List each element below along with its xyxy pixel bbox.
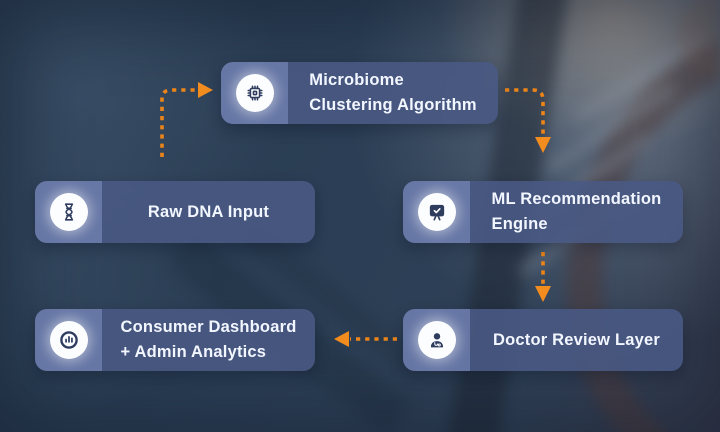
node-label-line: + Admin Analytics	[120, 343, 267, 361]
node-body: Raw DNA Input	[102, 181, 315, 243]
flow-node-consumer-dashboard: Consumer Dashboard + Admin Analytics	[35, 309, 315, 371]
bar-chart-icon	[49, 321, 88, 359]
flow-node-ml-recommendation-engine: ML Recommendation Engine	[403, 181, 683, 243]
flow-node-doctor-review-layer: Doctor Review Layer	[403, 309, 683, 371]
node-label-line: Microbiome	[309, 71, 404, 89]
node-label-line: Engine	[491, 215, 548, 233]
node-label: Consumer Dashboard + Admin Analytics	[121, 315, 297, 365]
node-icon-panel	[221, 62, 288, 124]
node-body: ML Recommendation Engine	[470, 181, 683, 243]
flow-node-raw-dna-input: Raw DNA Input	[35, 181, 315, 243]
dna-icon	[49, 193, 88, 231]
node-label: ML Recommendation Engine	[492, 187, 662, 237]
node-label-line: Clustering Algorithm	[309, 96, 477, 114]
node-icon-panel	[403, 309, 470, 371]
node-icon-panel	[403, 181, 470, 243]
node-icon-panel	[35, 181, 102, 243]
node-label-line: Doctor Review Layer	[492, 330, 661, 349]
monitor-check-icon	[417, 193, 456, 231]
node-body: Consumer Dashboard + Admin Analytics	[102, 309, 315, 371]
node-icon-panel	[35, 309, 102, 371]
doctor-icon	[417, 321, 456, 359]
node-label: Doctor Review Layer	[493, 328, 660, 353]
node-label: Microbiome Clustering Algorithm	[309, 68, 476, 118]
node-body: Doctor Review Layer	[470, 309, 683, 371]
node-label-line: Raw DNA Input	[147, 202, 270, 221]
node-label-line: Consumer Dashboard	[120, 318, 297, 336]
flow-node-microbiome-clustering: Microbiome Clustering Algorithm	[221, 62, 498, 124]
node-label: Raw DNA Input	[148, 200, 269, 225]
node-label-line: ML Recommendation	[491, 190, 662, 208]
chip-icon	[235, 74, 274, 112]
node-body: Microbiome Clustering Algorithm	[288, 62, 498, 124]
